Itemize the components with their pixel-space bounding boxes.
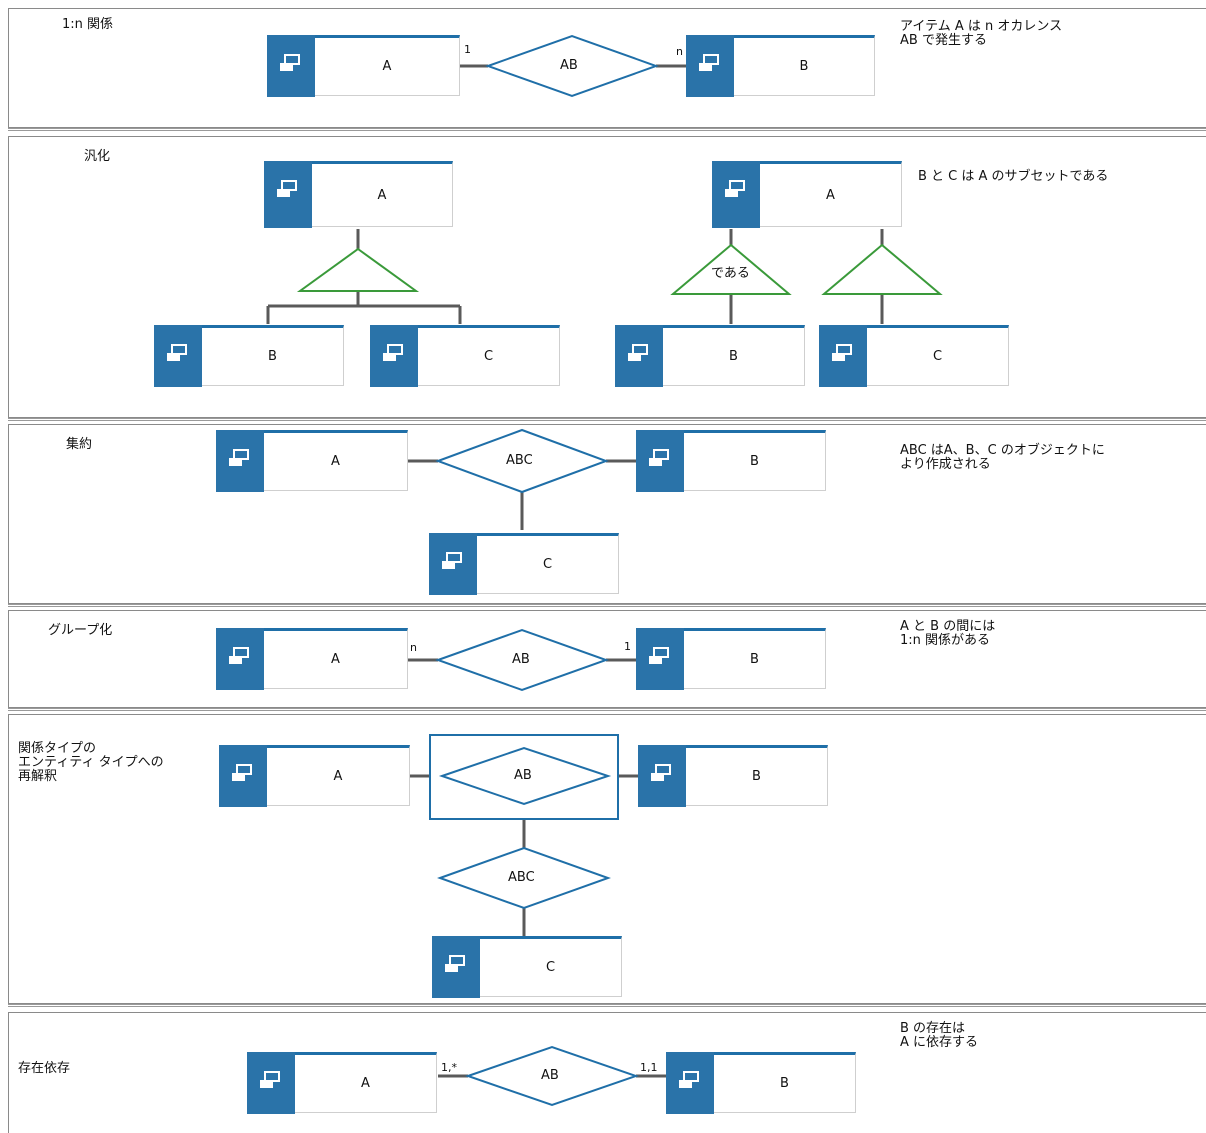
entity-label: C [483,349,494,364]
entity-icon [699,54,721,74]
entity-icon [232,764,254,784]
panel-divider [8,604,1206,607]
generalization-triangle [821,243,943,295]
section-title: グループ化 [48,623,113,638]
entity-label: B [750,454,759,469]
entity-icon [445,955,467,975]
relation-label: AB [514,768,532,783]
section-note: B と C は A のサブセットである [918,169,1109,184]
panel-divider [8,128,1206,131]
relation-label: AB [512,652,530,667]
relation-label: ABC [508,870,535,885]
generalization-triangle [670,243,792,295]
entity-icon [383,344,405,364]
cardinality-label: 1 [464,43,471,56]
relation-label: ABC [506,453,533,468]
entity-icon [651,764,673,784]
entity-child-b[interactable]: B [615,325,805,387]
entity-b[interactable]: B [636,430,826,492]
entity-label: C [545,960,556,975]
relation-diamond [485,34,659,98]
entity-label: A [382,59,392,74]
relation-diamond [464,1045,640,1107]
section-title: 存在依存 [18,1061,71,1076]
entity-icon [679,1071,701,1091]
entity-icon [229,449,251,469]
panel-divider [8,708,1206,711]
section-title: 1:n 関係 [62,17,114,32]
entity-a[interactable]: A [216,430,408,492]
entity-label: C [932,349,943,364]
cardinality-label: n [410,641,417,654]
section-title: 集約 [66,437,93,452]
entity-icon [442,552,464,572]
section-note: アイテム A は n オカレンス AB で発生する [900,19,1063,48]
relation-diamond [437,846,611,910]
entity-a[interactable]: A [216,628,408,690]
entity-label: B [780,1076,789,1091]
section-note: A と B の間には 1:n 関係がある [900,619,996,648]
entity-icon [649,449,671,469]
entity-c[interactable]: C [432,936,622,998]
entity-c[interactable]: C [429,533,619,595]
relation-label: AB [560,58,578,73]
entity-a[interactable]: A [219,745,410,807]
entity-label: A [826,187,835,203]
panel-divider [8,418,1206,421]
entity-label: B [729,349,738,364]
panel-divider [8,1004,1206,1007]
entity-label: C [542,557,553,572]
entity-a[interactable]: A [247,1052,437,1114]
cardinality-label: 1,* [441,1061,457,1074]
entity-b[interactable]: B [638,745,828,807]
entity-b[interactable]: B [636,628,826,690]
entity-child-b[interactable]: B [154,325,344,387]
entity-icon [229,647,251,667]
entity-parent-a[interactable]: A [264,161,453,228]
entity-icon [649,647,671,667]
entity-label: A [377,187,387,203]
entity-icon [280,54,302,74]
entity-parent-a[interactable]: A [712,161,902,228]
section-title: 汎化 [84,149,111,164]
entity-child-c[interactable]: C [819,325,1009,387]
entity-icon [277,180,299,200]
cardinality-label: n [676,45,683,58]
section-note: B の存在は A に依存する [900,1021,979,1050]
entity-icon [725,180,747,200]
entity-label: A [361,1076,370,1091]
entity-icon [628,344,650,364]
entity-icon [832,344,854,364]
entity-child-c[interactable]: C [370,325,560,387]
entity-label: B [752,769,761,784]
isa-label: である [711,266,750,281]
entity-label: B [268,349,277,364]
cardinality-label: 1,1 [640,1061,658,1074]
entity-a[interactable]: A [267,35,460,97]
cardinality-label: 1 [624,640,631,653]
entity-icon [260,1071,282,1091]
entity-label: A [331,454,340,469]
entity-label: B [750,652,759,667]
relation-label: AB [541,1068,559,1083]
relation-diamond [435,628,609,692]
entity-b[interactable]: B [686,35,875,97]
relation-diamond [438,746,612,806]
entity-icon [167,344,189,364]
entity-b[interactable]: B [666,1052,856,1114]
relation-diamond [435,428,609,494]
entity-label: A [333,769,343,784]
entity-label: B [799,59,809,74]
entity-label: A [331,652,340,667]
section-title: 関係タイプの エンティティ タイプへの 再解釈 [18,741,164,784]
section-note: ABC はA、B、C のオブジェクトに より作成される [900,443,1105,472]
generalization-triangle [296,247,420,292]
